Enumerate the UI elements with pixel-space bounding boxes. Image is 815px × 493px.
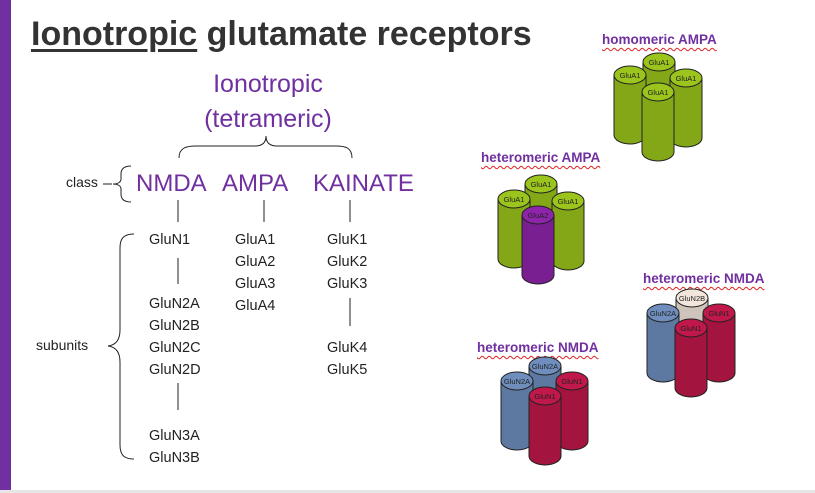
heteromeric-nmda-b-subunit-4-label: GluN1 — [534, 392, 555, 401]
homomeric-ampa-subunit-2: GluA1 — [613, 65, 647, 145]
subunit-glua3: GluA3 — [235, 276, 276, 292]
subunit-gluk3: GluK3 — [327, 276, 368, 292]
subunit-glua4: GluA4 — [235, 298, 276, 314]
class-kainate: KAINATE — [313, 170, 414, 197]
heteromeric-ampa-subunit-4: GluA2 — [521, 205, 555, 285]
heteromeric-nmda-a-subunit-1-label: GluN2B — [679, 294, 705, 303]
sidebar-accent-bar — [0, 0, 11, 493]
heteromeric-ampa-subunit-4-label: GluA2 — [528, 211, 549, 220]
heteromeric-nmda-a-subunit-2-label: GluN2A — [650, 309, 676, 318]
subunit-glun3b: GluN3B — [149, 450, 200, 466]
title-rest: glutamate receptors — [197, 15, 532, 53]
heteromeric-nmda-a-subunit-3-label: GluN1 — [708, 309, 729, 318]
subunit-glua2: GluA2 — [235, 254, 276, 270]
class-ampa: AMPA — [222, 170, 289, 197]
heteromeric-nmda-a-subunit-4-label: GluN1 — [680, 324, 701, 333]
subunit-glua1: GluA1 — [235, 232, 276, 248]
heteromeric-nmda-b-subunit-4: GluN1 — [528, 386, 562, 466]
subunits-brace — [107, 233, 135, 460]
heteromeric-ampa-title: heteromeric AMPA — [481, 150, 601, 165]
homomeric-ampa-subunit-3-label: GluA1 — [676, 74, 697, 83]
heteromeric-ampa-subunit-1-label: GluA1 — [531, 180, 552, 189]
subunit-glun2c: GluN2C — [149, 340, 201, 356]
heteromeric-nmda-a-subunit-3: GluN1 — [702, 303, 736, 383]
subunit-glun2b: GluN2B — [149, 318, 200, 334]
heteromeric-nmda-b-subunit-2: GluN2A — [500, 371, 534, 451]
subunit-gluk2: GluK2 — [327, 254, 368, 270]
title-underlined-word: Ionotropic — [31, 15, 198, 53]
subunit-glun1: GluN1 — [149, 232, 191, 248]
subunit-glun2d: GluN2D — [149, 362, 201, 378]
class-label: class — [66, 174, 98, 190]
ionotropic-brace — [178, 135, 353, 159]
subunits-label: subunits — [36, 337, 89, 353]
homomeric-ampa-title: homomeric AMPA — [602, 32, 717, 47]
heteromeric-nmda-title-b: heteromeric NMDA — [477, 340, 599, 355]
heteromeric-nmda-b-subunit-3-label: GluN1 — [561, 377, 582, 386]
subunit-glun2a: GluN2A — [149, 296, 200, 312]
heteromeric-ampa-subunit-2-label: GluA1 — [504, 195, 525, 204]
heteromeric-ampa-subunit-3: GluA1 — [551, 191, 585, 271]
class-brace — [112, 165, 132, 203]
ionotropic-heading: Ionotropic — [213, 70, 323, 98]
heteromeric-nmda-b-subunit-2-label: GluN2A — [504, 377, 530, 386]
subunit-gluk1: GluK1 — [327, 232, 368, 248]
homomeric-ampa-subunit-1-label: GluA1 — [649, 58, 670, 67]
heteromeric-nmda-a-subunit-4: GluN1 — [674, 318, 708, 398]
subunit-gluk4: GluK4 — [327, 340, 368, 356]
homomeric-ampa-subunit-4-label: GluA1 — [648, 88, 669, 97]
bottom-divider — [0, 490, 815, 493]
tetrameric-heading: (tetrameric) — [204, 105, 332, 133]
heteromeric-nmda-a-subunit-2: GluN2A — [646, 303, 680, 383]
homomeric-ampa-subunit-4: GluA1 — [641, 82, 675, 162]
homomeric-ampa-subunit-3: GluA1 — [669, 68, 703, 148]
subunit-glun3a: GluN3A — [149, 428, 200, 444]
heteromeric-nmda-title-a: heteromeric NMDA — [643, 271, 765, 286]
heteromeric-ampa-subunit-3-label: GluA1 — [558, 197, 579, 206]
homomeric-ampa-subunit-2-label: GluA1 — [620, 71, 641, 80]
heteromeric-nmda-b-subunit-3: GluN1 — [555, 371, 589, 451]
slide-title: Ionotropic glutamate receptors — [31, 14, 532, 54]
class-nmda: NMDA — [136, 170, 207, 197]
subunit-gluk5: GluK5 — [327, 362, 368, 378]
heteromeric-nmda-b-subunit-1-label: GluN2A — [532, 362, 558, 371]
